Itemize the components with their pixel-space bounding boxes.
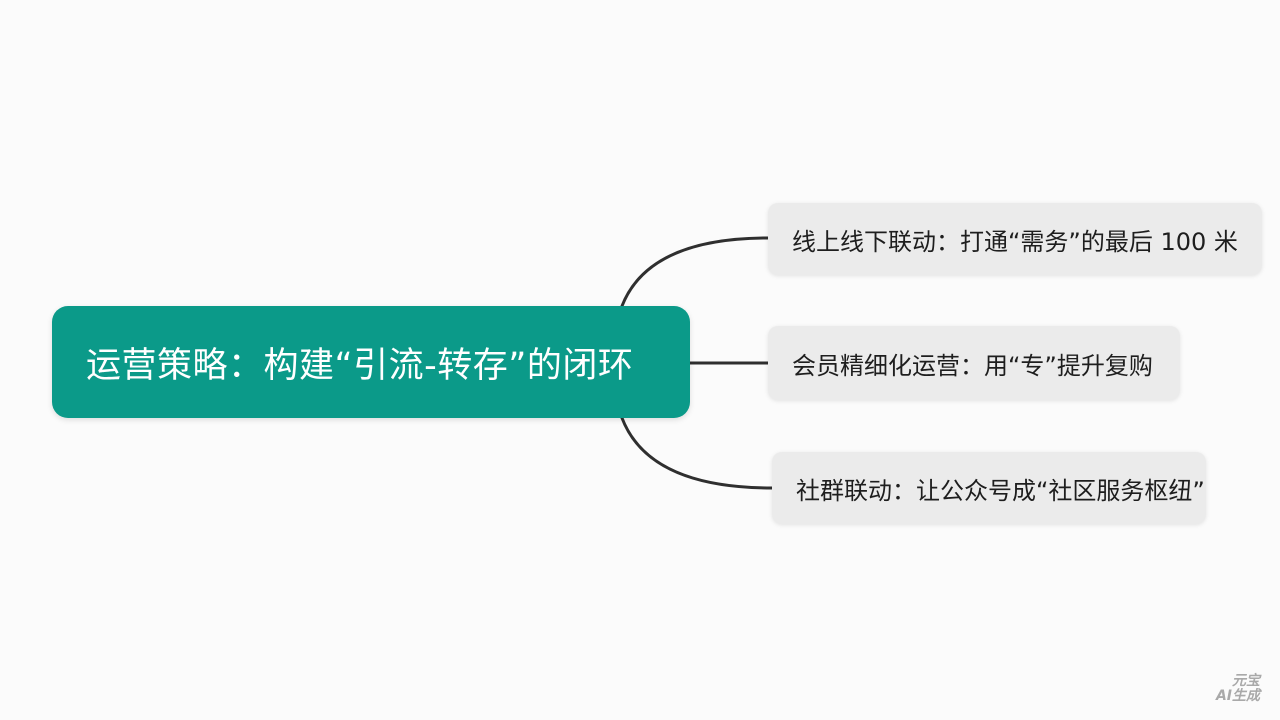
central-topic-label: 运营策略：构建“引流-转存”的闭环 (86, 345, 634, 386)
branch-node-membership[interactable]: 会员精细化运营：用“专”提升复购 (768, 326, 1180, 400)
branch-node-community[interactable]: 社群联动：让公众号成“社区服务枢纽” (772, 452, 1206, 524)
branch-node-online-offline[interactable]: 线上线下联动：打通“需务”的最后 100 米 (768, 203, 1262, 275)
connector-branch-0 (620, 236, 770, 308)
watermark-line-2: AI生成 (1215, 688, 1260, 704)
central-topic-node[interactable]: 运营策略：构建“引流-转存”的闭环 (52, 306, 690, 418)
branch-label: 会员精细化运营：用“专”提升复购 (792, 351, 1153, 380)
watermark-line-1: 元宝 (1232, 673, 1260, 689)
branch-label: 线上线下联动：打通“需务”的最后 100 米 (792, 227, 1238, 256)
connector-branch-2 (620, 416, 774, 490)
branch-label: 社群联动：让公众号成“社区服务枢纽” (796, 476, 1205, 505)
ai-generated-watermark: 元宝 AI生成 (1216, 674, 1260, 704)
